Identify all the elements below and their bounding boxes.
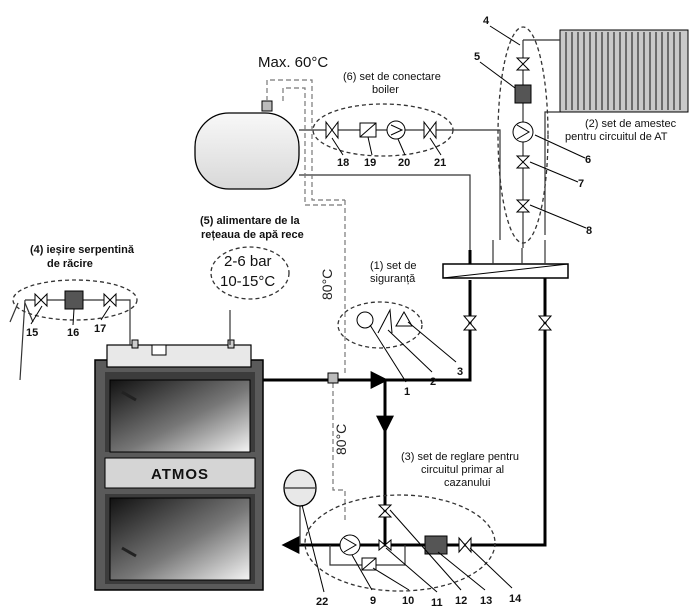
mixing-set-label-1: (2) set de amestec	[585, 118, 677, 130]
part-number: 22	[316, 596, 328, 608]
part-number: 16	[67, 327, 79, 339]
part-number: 2	[430, 376, 436, 388]
part-number: 6	[585, 154, 591, 166]
hot-water-tank	[194, 100, 300, 190]
part-number: 18	[337, 157, 349, 169]
primary-set-label-1: (3) set de reglare pentru	[401, 451, 519, 463]
part-number: 7	[578, 178, 584, 190]
boiler: ATMOS	[94, 339, 264, 591]
group-outlines	[12, 26, 549, 592]
max-temp-label: Max. 60°C	[258, 54, 328, 71]
part-number: 9	[370, 595, 376, 607]
sensor-lines	[266, 79, 346, 520]
leader-lines	[30, 25, 587, 593]
boiler-brand: ATMOS	[151, 466, 209, 483]
safety-set-label-1: (1) set de	[370, 260, 416, 272]
part-number: 8	[586, 225, 592, 237]
part-number: 11	[431, 597, 443, 609]
part-number: 21	[434, 157, 446, 169]
part-number: 17	[94, 323, 106, 335]
part-number: 10	[402, 595, 414, 607]
part-numbers: 4 5 6 7 8 18 19 20 21 1 2 3 15 16 17 22 …	[26, 15, 592, 609]
water-temp-label: 10-15°C	[220, 273, 275, 290]
part-number: 19	[364, 157, 376, 169]
part-number: 20	[398, 157, 410, 169]
part-number: 13	[480, 595, 492, 607]
part-number: 4	[483, 15, 490, 27]
components	[34, 57, 553, 571]
primary-set-label-2: circuitul primar al	[421, 464, 504, 476]
labels: Max. 60°C (6) set de conectare boiler (2…	[30, 54, 677, 489]
cold-water-label-2: rețeaua de apă rece	[201, 229, 304, 241]
pressure-label: 2-6 bar	[224, 253, 272, 270]
cooling-label-1: (4) ieșire serpentină	[30, 244, 135, 256]
part-number: 15	[26, 327, 38, 339]
part-number: 5	[474, 51, 480, 63]
part-number: 1	[404, 386, 410, 398]
part-number: 14	[509, 593, 522, 605]
primary-set-label-3: cazanului	[444, 477, 490, 489]
temp-label-upper: 80°C	[319, 269, 335, 300]
radiator	[559, 29, 689, 113]
boiler-set-label-1: (6) set de conectare	[343, 71, 441, 83]
part-number: 12	[455, 595, 467, 607]
cold-water-label-1: (5) alimentare de la	[200, 215, 301, 227]
mixing-set-label-2: pentru circuitul de AT	[565, 131, 668, 143]
hydraulic-distributor	[442, 263, 569, 279]
temp-label-lower: 80°C	[333, 424, 349, 455]
boiler-set-label-2: boiler	[372, 84, 399, 96]
part-number: 3	[457, 366, 463, 378]
safety-set-label-2: siguranță	[370, 273, 416, 285]
cooling-label-2: de răcire	[47, 258, 93, 270]
